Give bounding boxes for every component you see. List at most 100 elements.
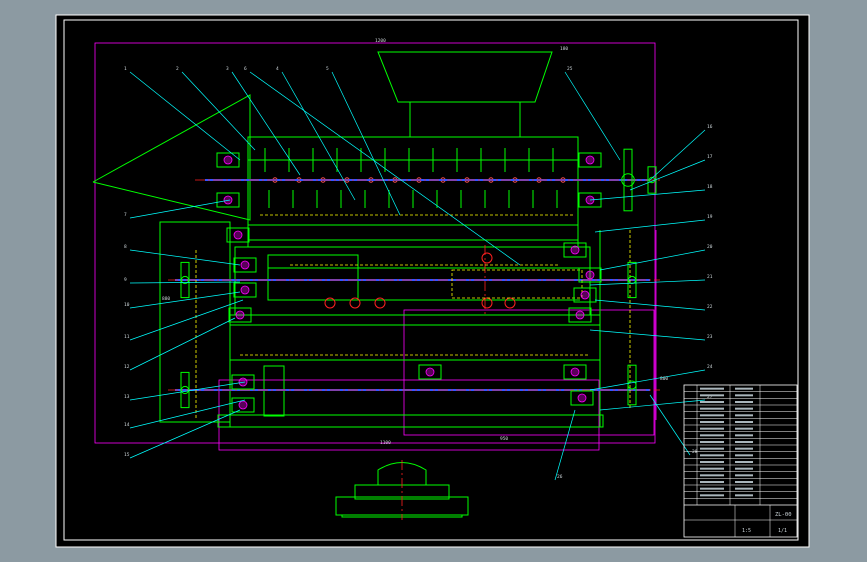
callout-number: 27 [707,394,713,400]
callout-number: 18 [707,184,713,190]
bearing-housing [418,364,442,380]
bearing-housing [563,242,587,258]
leader-line [129,199,231,219]
callout-number: 19 [707,214,713,220]
row-text-placeholder [700,441,724,443]
leader-line [129,291,241,309]
callout-number: 16 [707,124,713,130]
bearing-housing [233,257,257,273]
pulley-hub [180,385,190,395]
leader-line [181,71,256,151]
row-text-placeholder [735,407,753,410]
bearing-ball [570,367,580,377]
bearing-housing [228,307,252,323]
callout-number: 23 [707,334,713,340]
dimension-text: 950 [500,436,508,442]
bearing-ball [577,393,587,403]
bearing-housing [216,192,240,208]
bearing-housing [231,374,255,390]
row-text-placeholder [735,387,753,390]
roller [481,252,493,264]
callout-number: 13 [124,394,130,400]
leader-line [129,281,241,284]
row-text-placeholder [735,474,753,477]
bearing-ball [580,290,590,300]
callout-number: 17 [707,154,713,160]
leader-line [249,71,521,266]
bearing-ball [425,367,435,377]
bearing-ball [223,195,233,205]
leader-line [629,159,706,191]
bearing-ball [570,245,580,255]
row-text-placeholder [735,447,753,450]
row-text-placeholder [735,434,753,437]
callout-number: 24 [707,364,713,370]
row-text-placeholder [700,454,724,457]
bearing-ball [240,260,250,270]
row-text-placeholder [735,481,753,483]
dimension-text: 880 [162,296,170,302]
callout-number: 7 [124,212,127,218]
row-text-placeholder [700,481,724,483]
leader-line [589,329,706,341]
machine-outline [92,51,604,518]
bearing-housing [573,287,597,303]
hidden-lines [195,214,631,420]
bearing-ball [238,400,248,410]
leader-line [554,409,576,481]
parts-list-rows [684,387,797,499]
row-text-placeholder [700,427,724,430]
row-text-placeholder [700,447,724,450]
leader-line [331,71,401,216]
callout-number: 20 [707,244,713,250]
row-text-placeholder [735,467,753,470]
row-text-placeholder [735,427,753,430]
callout-number: 28 [692,449,698,455]
dimension-text: 1100 [380,440,391,446]
pulley-hub [180,275,190,285]
callout-number: 12 [124,364,130,370]
bearing-housing [563,364,587,380]
leader-line [599,399,706,411]
leader-line [589,189,706,201]
bearing-housing [216,152,240,168]
row-text-placeholder [735,494,753,497]
drawing-sheet: 1/1 [778,528,787,534]
dimension-text: 800 [660,376,668,382]
leader-line [129,317,236,371]
callout-number: 1 [124,66,127,72]
row-text-placeholder [700,494,724,497]
row-text-placeholder [700,434,724,437]
title-block: ZL-00 1:5 1/1 [683,384,798,538]
row-text-placeholder [700,407,724,410]
roller [349,297,361,309]
row-text-placeholder [700,461,724,463]
row-text-placeholder [700,394,724,397]
bearing-ball [233,230,243,240]
bearing-ball [223,155,233,165]
row-text-placeholder [700,421,724,423]
bearing-housing [568,307,592,323]
leader-line [564,71,621,161]
pulley-hub [627,380,637,390]
leader-line [649,129,706,181]
bearing-housing [578,152,602,168]
bearing-housing [578,267,602,283]
leader-line [129,249,241,266]
callout-number: 9 [124,277,127,283]
leader-line [589,279,706,286]
row-text-placeholder [700,401,724,403]
row-text-placeholder [735,401,753,403]
row-text-placeholder [735,461,753,463]
row-text-placeholder [735,414,753,417]
inner-border [63,19,799,541]
leader-line [281,71,356,201]
bearing-housing [233,282,257,298]
pulley [623,148,633,212]
row-text-placeholder [735,487,753,490]
leader-line [129,299,244,341]
leader-line [129,409,241,459]
